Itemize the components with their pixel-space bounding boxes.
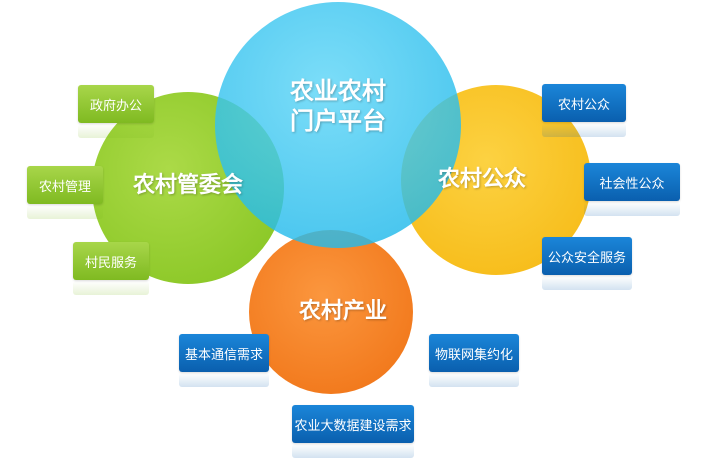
hub-circle-bottom xyxy=(249,230,413,394)
tag-villager-service: 村民服务 xyxy=(73,242,149,280)
tag-agri-big-data-reflection xyxy=(292,444,414,458)
tag-social-public: 社会性公众 xyxy=(584,163,680,201)
tag-rural-public-reflection xyxy=(542,123,626,137)
hub-circle-center xyxy=(215,2,461,248)
tag-iot-intensive: 物联网集约化 xyxy=(429,334,519,372)
hub-title-left: 农村管委会 xyxy=(132,173,243,198)
tag-basic-communication-reflection xyxy=(179,373,269,387)
tag-gov-office: 政府办公 xyxy=(78,85,154,123)
tag-social-public-reflection xyxy=(584,202,680,216)
tag-agri-big-data: 农业大数据建设需求 xyxy=(292,405,414,443)
tag-villager-service-reflection xyxy=(73,281,149,295)
hub-title-bottom: 农村产业 xyxy=(298,299,387,324)
tag-rural-public: 农村公众 xyxy=(542,84,626,122)
tag-basic-communication: 基本通信需求 xyxy=(179,334,269,372)
tag-rural-management: 农村管理 xyxy=(27,166,103,204)
hub-title-right: 农村公众 xyxy=(437,167,526,192)
hub-title-center: 农业农村 门户平台 xyxy=(290,77,386,135)
tag-gov-office-reflection xyxy=(78,124,154,138)
tag-public-safety-service: 公众安全服务 xyxy=(542,237,632,275)
tag-public-safety-service-reflection xyxy=(542,276,632,290)
tag-rural-management-reflection xyxy=(27,205,103,219)
tag-iot-intensive-reflection xyxy=(429,373,519,387)
